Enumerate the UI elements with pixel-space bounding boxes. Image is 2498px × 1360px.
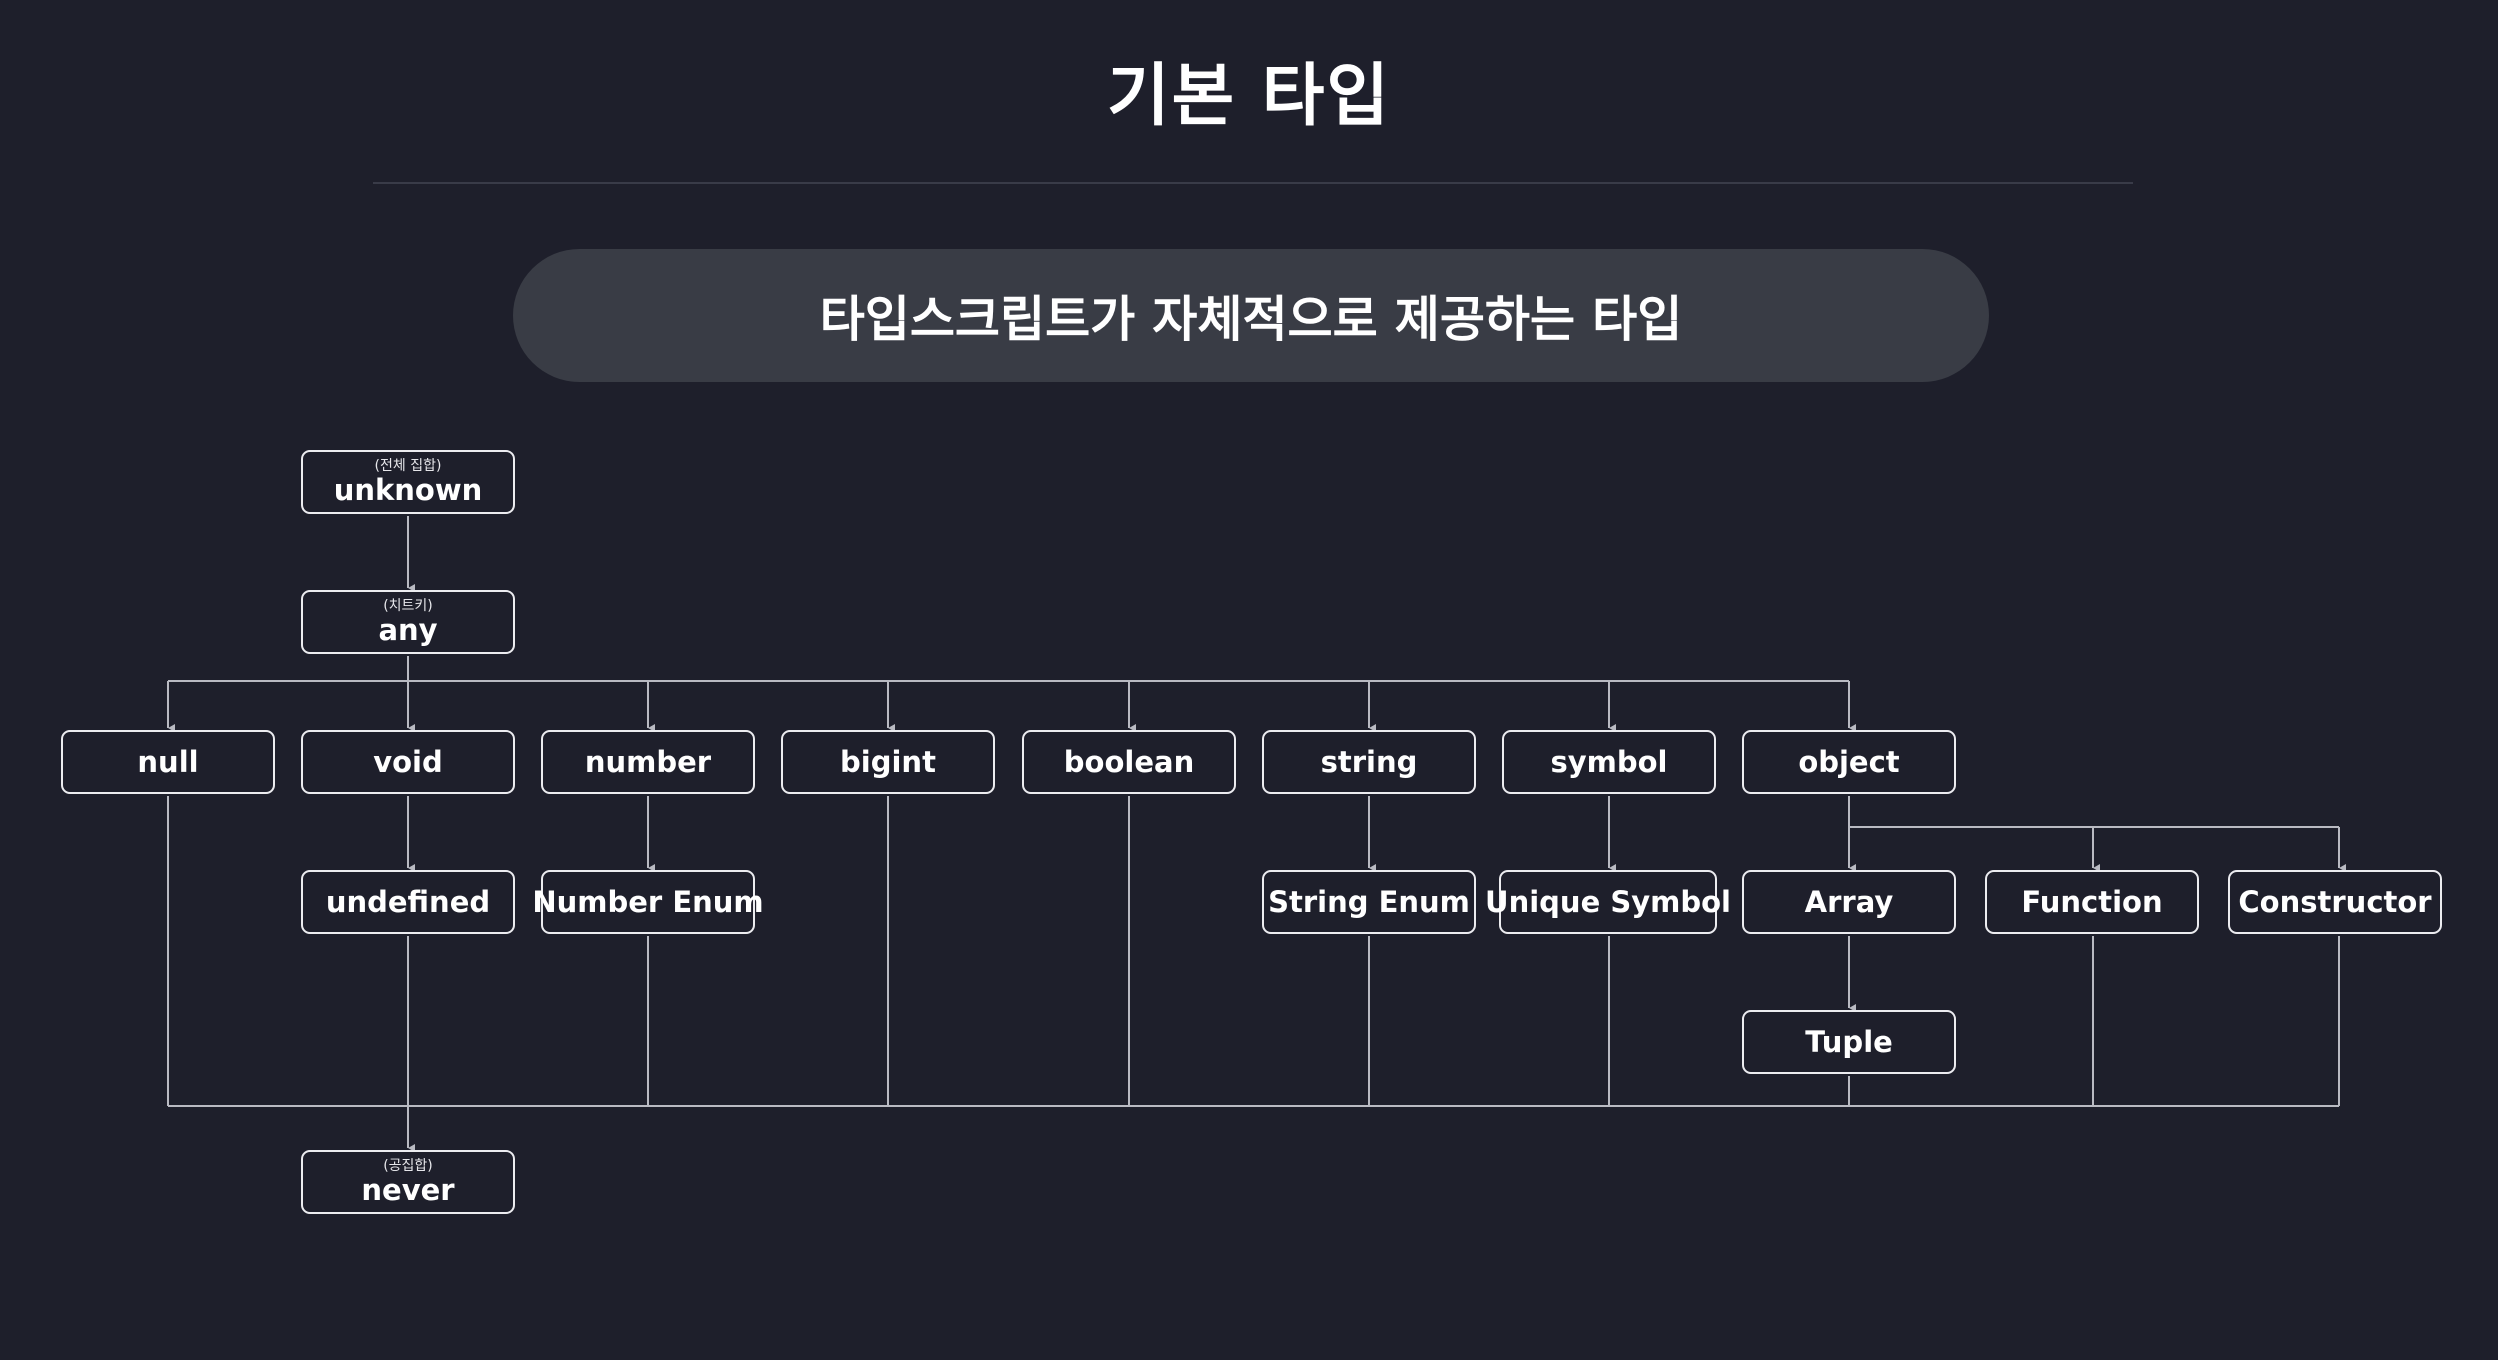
node-constructor: Constructor bbox=[2228, 870, 2442, 934]
node-any-note: (치트키) bbox=[383, 597, 433, 614]
node-string-enum-label: String Enum bbox=[1268, 884, 1470, 919]
node-function-label: Function bbox=[2021, 884, 2163, 919]
node-symbol-label: symbol bbox=[1550, 744, 1668, 779]
node-string-label: string bbox=[1320, 744, 1418, 779]
node-unique-symbol: Unique Symbol bbox=[1485, 870, 1731, 934]
node-void: void bbox=[301, 730, 515, 794]
node-number-enum: Number Enum bbox=[532, 870, 764, 934]
subtitle-banner: 타입스크립트가 자체적으로 제공하는 타입 bbox=[513, 249, 1989, 382]
node-constructor-label: Constructor bbox=[2238, 884, 2432, 919]
node-null: null bbox=[61, 730, 275, 794]
node-null-label: null bbox=[137, 744, 199, 779]
node-number: number bbox=[541, 730, 755, 794]
node-bigint: bigint bbox=[781, 730, 995, 794]
node-void-label: void bbox=[373, 744, 443, 779]
slide-title: 기본 타입 bbox=[1107, 57, 1391, 136]
node-never: (공집합) never bbox=[301, 1150, 515, 1214]
node-never-label: never bbox=[361, 1172, 455, 1207]
node-undefined: undefined bbox=[301, 870, 515, 934]
node-function: Function bbox=[1985, 870, 2199, 934]
node-number-enum-label: Number Enum bbox=[532, 884, 764, 919]
node-tuple-label: Tuple bbox=[1805, 1024, 1893, 1059]
title-divider bbox=[373, 182, 2133, 184]
node-string-enum: String Enum bbox=[1262, 870, 1476, 934]
node-unknown-label: unknown bbox=[333, 472, 483, 507]
node-symbol: symbol bbox=[1502, 730, 1716, 794]
node-object-label: object bbox=[1798, 744, 1900, 779]
node-array: Array bbox=[1742, 870, 1956, 934]
node-object: object bbox=[1742, 730, 1956, 794]
node-unknown-note: (전체 집합) bbox=[374, 457, 442, 474]
node-array-label: Array bbox=[1804, 884, 1894, 919]
node-string: string bbox=[1262, 730, 1476, 794]
node-unique-symbol-label: Unique Symbol bbox=[1485, 884, 1731, 919]
node-boolean-label: boolean bbox=[1063, 744, 1195, 779]
node-undefined-label: undefined bbox=[325, 884, 491, 919]
node-boolean: boolean bbox=[1022, 730, 1236, 794]
node-any: (치트키) any bbox=[301, 590, 515, 654]
node-number-label: number bbox=[584, 744, 712, 779]
node-any-label: any bbox=[378, 612, 438, 647]
node-bigint-label: bigint bbox=[840, 744, 936, 779]
node-never-note: (공집합) bbox=[383, 1157, 433, 1174]
node-unknown: (전체 집합) unknown bbox=[301, 450, 515, 514]
node-tuple: Tuple bbox=[1742, 1010, 1956, 1074]
